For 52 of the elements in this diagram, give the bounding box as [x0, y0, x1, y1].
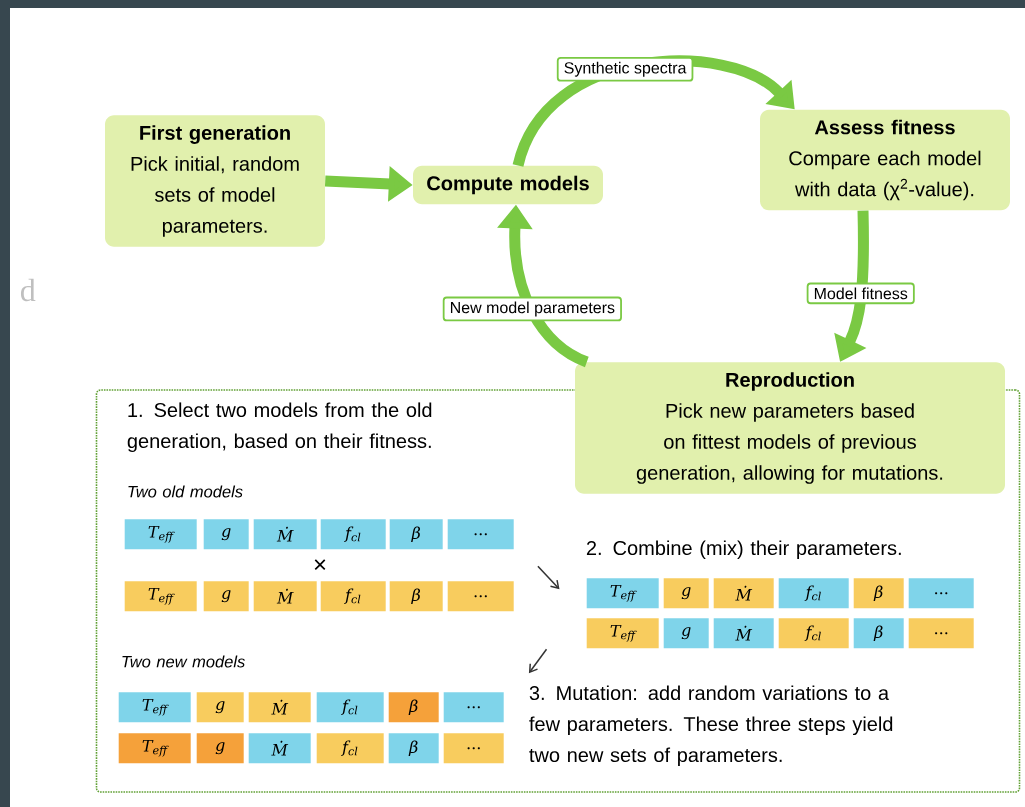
parameter-cell: f$_{cl}$: [778, 618, 849, 649]
parameter-cell: Ṁ: [248, 733, 311, 764]
parameter-cell: T$_{eff}$: [124, 581, 197, 612]
parameter-cell: Ṁ: [253, 519, 317, 550]
parameter-cell: β: [389, 581, 443, 612]
parameter-cell: f$_{cl}$: [316, 692, 384, 723]
parameter-cell: f$_{cl}$: [316, 733, 384, 764]
subheading: Two old models: [128, 485, 243, 498]
parameter-cell: ...: [908, 618, 974, 649]
edge-label: New model parameters: [442, 296, 622, 322]
parameter-cell: g: [196, 733, 244, 764]
step-box: Assess fitness Compare each model with data (χ$^{2}$-value).: [760, 109, 1010, 211]
step-text: 2. Combine (mix) their parameters.: [586, 540, 901, 560]
cross-mark: ×: [314, 559, 326, 571]
arrow: [528, 648, 548, 674]
parameter-cell: β: [388, 733, 439, 764]
step-text: 1. Select two models from the old generation, based on their fitness.: [127, 402, 432, 453]
parameter-cell: f$_{cl}$: [778, 578, 849, 609]
edge-label: Model fitness: [806, 282, 915, 305]
parameter-cell: T$_{eff}$: [124, 519, 197, 550]
parameter-cell: Ṁ: [713, 618, 774, 649]
arrow: [537, 565, 560, 590]
parameter-cell: g: [663, 618, 709, 649]
subheading: Two new models: [122, 655, 245, 668]
text-fragment: d: [20, 278, 36, 302]
parameter-cell: T$_{eff}$: [118, 733, 191, 764]
parameter-cell: β: [853, 578, 904, 609]
parameter-cell: Ṁ: [253, 581, 317, 612]
parameter-cell: β: [389, 519, 443, 550]
parameter-cell: f$_{cl}$: [320, 581, 386, 612]
parameter-cell: g: [203, 581, 249, 612]
step-box: Compute models: [413, 165, 603, 205]
parameter-cell: β: [853, 618, 904, 649]
edge-label: Synthetic spectra: [556, 56, 694, 82]
parameter-cell: ...: [908, 578, 974, 609]
step-box: Reproduction Pick new parameters based on fittest models of previous generation, allowing for mutations.: [575, 362, 1005, 494]
parameter-cell: g: [203, 519, 249, 550]
parameter-cell: T$_{eff}$: [118, 692, 191, 723]
parameter-cell: g: [663, 578, 709, 609]
parameter-cell: ...: [447, 519, 514, 550]
step-box: First generation Pick initial, random sets of model parameters.: [105, 115, 325, 247]
parameter-cell: ...: [447, 581, 514, 612]
parameter-cell: ...: [443, 733, 504, 764]
parameter-cell: T$_{eff}$: [586, 578, 659, 609]
parameter-cell: T$_{eff}$: [586, 618, 659, 649]
parameter-cell: Ṁ: [713, 578, 774, 609]
step-text: 3. Mutation: add random variations to a few parameters. These three steps yield two new sets of parameters.: [529, 685, 893, 767]
parameter-cell: ...: [443, 692, 504, 723]
parameter-cell: Ṁ: [248, 692, 311, 723]
parameter-cell: g: [196, 692, 244, 723]
parameter-cell: β: [388, 692, 439, 723]
parameter-cell: f$_{cl}$: [320, 519, 386, 550]
